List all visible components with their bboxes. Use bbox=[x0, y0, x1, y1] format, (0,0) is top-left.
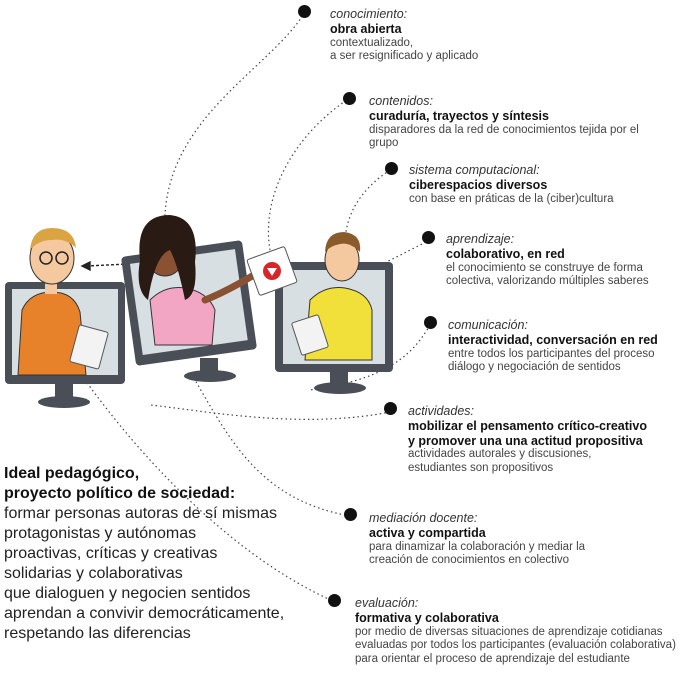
item-description: el conocimiento se construye de forma co… bbox=[446, 261, 649, 288]
connector-conocimiento bbox=[164, 11, 306, 231]
item-aprendizaje: aprendizaje: colaborativo, en red el con… bbox=[446, 232, 649, 289]
item-heading: mobilizar el pensamento crítico-creativo… bbox=[408, 418, 647, 448]
connector-sistema bbox=[344, 169, 391, 246]
item-description: para dinamizar la colaboración y mediar … bbox=[369, 540, 586, 567]
person-right bbox=[291, 232, 373, 361]
connector-contenidos bbox=[268, 97, 351, 251]
bullet-dot bbox=[344, 508, 357, 521]
item-heading: ciberespacios diversos bbox=[409, 177, 548, 192]
connector-actividades bbox=[149, 404, 391, 420]
ideal-line: protagonistas y autónomas bbox=[4, 525, 197, 542]
item-category: contenidos: bbox=[369, 94, 433, 108]
item-evaluacion: evaluación: formativa y colaborativa por… bbox=[355, 596, 676, 666]
item-comunicacion: comunicación: interactividad, conversaci… bbox=[448, 318, 658, 375]
connector-mediacion bbox=[194, 379, 351, 517]
item-category: mediación docente: bbox=[369, 511, 478, 525]
item-category: evaluación: bbox=[355, 596, 419, 610]
ideal-line: respetando las diferencias bbox=[4, 625, 191, 642]
bullet-dot bbox=[343, 92, 356, 105]
ideal-line: proactivas, críticas y creativas bbox=[4, 545, 218, 562]
item-description: con base en práticas de la (ciber)cultur… bbox=[409, 192, 614, 205]
ideal-title-line1: Ideal pedagógico, bbox=[4, 465, 140, 482]
item-category: sistema computacional: bbox=[409, 163, 540, 177]
item-category: aprendizaje: bbox=[446, 232, 515, 246]
bullet-dot bbox=[385, 162, 398, 175]
item-category: actividades: bbox=[408, 404, 475, 418]
item-description: entre todos los participantes del proces… bbox=[448, 347, 655, 374]
item-description: por medio de diversas situaciones de apr… bbox=[355, 625, 676, 665]
ideal-line: solidarias y colaborativas bbox=[4, 565, 183, 582]
item-heading: curaduría, trayectos y síntesis bbox=[369, 108, 549, 123]
person-left bbox=[17, 228, 109, 376]
item-category: conocimiento: bbox=[330, 7, 408, 21]
item-conocimiento: conocimiento: obra abierta contextualiza… bbox=[330, 7, 478, 64]
bullet-dot bbox=[328, 594, 341, 607]
item-heading: activa y compartida bbox=[369, 525, 486, 540]
item-mediacion-docente: mediación docente: activa y compartida p… bbox=[369, 511, 585, 568]
item-description: actividades autorales y discusiones, est… bbox=[408, 448, 592, 474]
ideal-line: aprendan a convivir democráticamente, bbox=[4, 605, 285, 622]
shared-document-icon bbox=[246, 246, 298, 296]
item-actividades: actividades: mobilizar el pensamento crí… bbox=[408, 404, 647, 475]
item-sistema-computacional: sistema computacional: ciberespacios div… bbox=[409, 163, 614, 206]
item-description: disparadores da la red de conocimientos … bbox=[369, 123, 639, 150]
person-middle bbox=[138, 215, 266, 346]
ideal-line: que dialoguen y negocien sentidos bbox=[4, 585, 251, 602]
connector-aprendizaje bbox=[379, 239, 431, 266]
item-description: contextualizado, a ser resignificado y a… bbox=[330, 36, 479, 63]
bullet-dot bbox=[422, 231, 435, 244]
bullet-dot bbox=[384, 402, 397, 415]
item-category: comunicación: bbox=[448, 318, 528, 332]
connector-evaluacion bbox=[84, 379, 336, 603]
ideal-pedagogico-block: Ideal pedagógico, proyecto político de s… bbox=[4, 464, 344, 644]
item-heading: colaborativo, en red bbox=[446, 246, 565, 261]
item-heading: obra abierta bbox=[330, 21, 402, 36]
item-heading: interactividad, conversación en red bbox=[448, 332, 658, 347]
ideal-line: formar personas autoras de sí mismas bbox=[4, 505, 277, 522]
ideal-title-line2: proyecto político de sociedad: bbox=[4, 485, 236, 502]
bullet-dot bbox=[298, 5, 311, 18]
item-heading: formativa y colaborativa bbox=[355, 610, 499, 625]
item-contenidos: contenidos: curaduría, trayectos y sínte… bbox=[369, 94, 669, 151]
bullet-dot bbox=[424, 316, 437, 329]
